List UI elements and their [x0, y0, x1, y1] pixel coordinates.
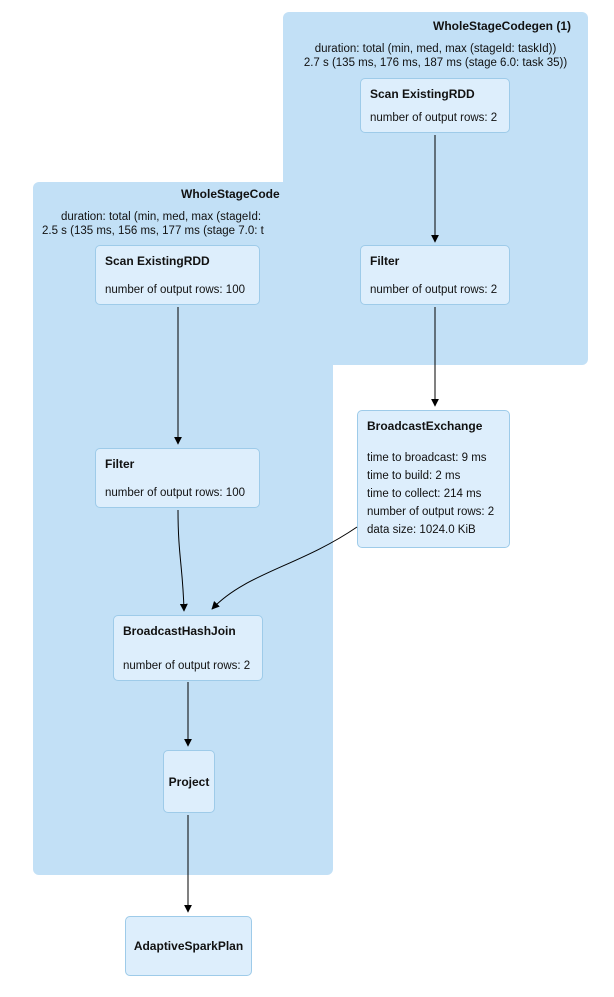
- node-title: Filter: [370, 254, 400, 268]
- node-metric: time to broadcast: 9 ms: [367, 452, 487, 464]
- node-broadcast-hash-join[interactable]: BroadcastHashJoin number of output rows:…: [113, 615, 263, 681]
- cluster-duration-line2: 2.7 s (135 ms, 176 ms, 187 ms (stage 6.0…: [303, 57, 568, 69]
- cluster-title: WholeStageCode: [181, 187, 280, 201]
- node-filter-1[interactable]: Filter number of output rows: 2: [360, 245, 510, 305]
- cluster-title: WholeStageCodegen (1): [433, 19, 572, 33]
- node-metric: data size: 1024.0 KiB: [367, 524, 476, 536]
- node-scan-existingrdd-2[interactable]: Scan ExistingRDD number of output rows: …: [95, 245, 260, 305]
- node-title: Scan ExistingRDD: [370, 87, 475, 101]
- cluster-duration-line1: duration: total (min, med, max (stageId:: [61, 211, 262, 223]
- node-title: BroadcastExchange: [367, 419, 483, 433]
- node-metric: number of output rows: 2: [370, 112, 498, 124]
- node-title: Scan ExistingRDD: [105, 254, 210, 268]
- node-metric: number of output rows: 2: [123, 660, 251, 672]
- node-metric: number of output rows: 2: [367, 506, 495, 518]
- node-title: AdaptiveSparkPlan: [133, 939, 244, 953]
- cluster-wholestagecodegen-1: WholeStageCodegen (1) duration: total (m…: [283, 12, 588, 365]
- node-adaptive-spark-plan[interactable]: AdaptiveSparkPlan: [125, 916, 252, 976]
- node-metric: number of output rows: 2: [370, 284, 498, 296]
- node-scan-existingrdd-1[interactable]: Scan ExistingRDD number of output rows: …: [360, 78, 510, 133]
- node-title: Filter: [105, 457, 135, 471]
- node-title: BroadcastHashJoin: [123, 624, 236, 638]
- node-filter-2[interactable]: Filter number of output rows: 100: [95, 448, 260, 508]
- node-metric: number of output rows: 100: [105, 284, 245, 296]
- cluster-duration-line1: duration: total (min, med, max (stageId:…: [314, 43, 557, 55]
- node-metric: number of output rows: 100: [105, 487, 245, 499]
- node-broadcast-exchange[interactable]: BroadcastExchange time to broadcast: 9 m…: [357, 410, 510, 548]
- node-metric: time to build: 2 ms: [367, 470, 461, 482]
- node-metrics: time to broadcast: 9 ms time to build: 2…: [367, 449, 500, 539]
- node-project[interactable]: Project: [163, 750, 215, 813]
- cluster-duration-line2: 2.5 s (135 ms, 156 ms, 177 ms (stage 7.0…: [42, 225, 264, 237]
- node-title: Project: [168, 774, 210, 789]
- node-metric: time to collect: 214 ms: [367, 488, 482, 500]
